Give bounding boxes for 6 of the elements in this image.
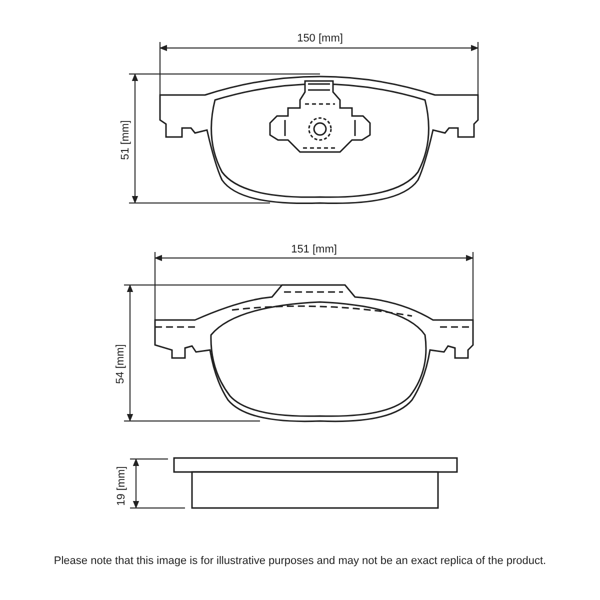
- dimension-label: 51 [mm]: [120, 118, 132, 162]
- dimension-label: 150 [mm]: [295, 34, 345, 44]
- dimension-label: 151 [mm]: [289, 244, 339, 256]
- dimension-label: 54 [mm]: [116, 342, 126, 386]
- disclaimer-note: Please note that this image is for illustrative purposes and may not be an exact replica of the product.: [52, 554, 548, 569]
- dimension-label: 19 [mm]: [116, 464, 128, 508]
